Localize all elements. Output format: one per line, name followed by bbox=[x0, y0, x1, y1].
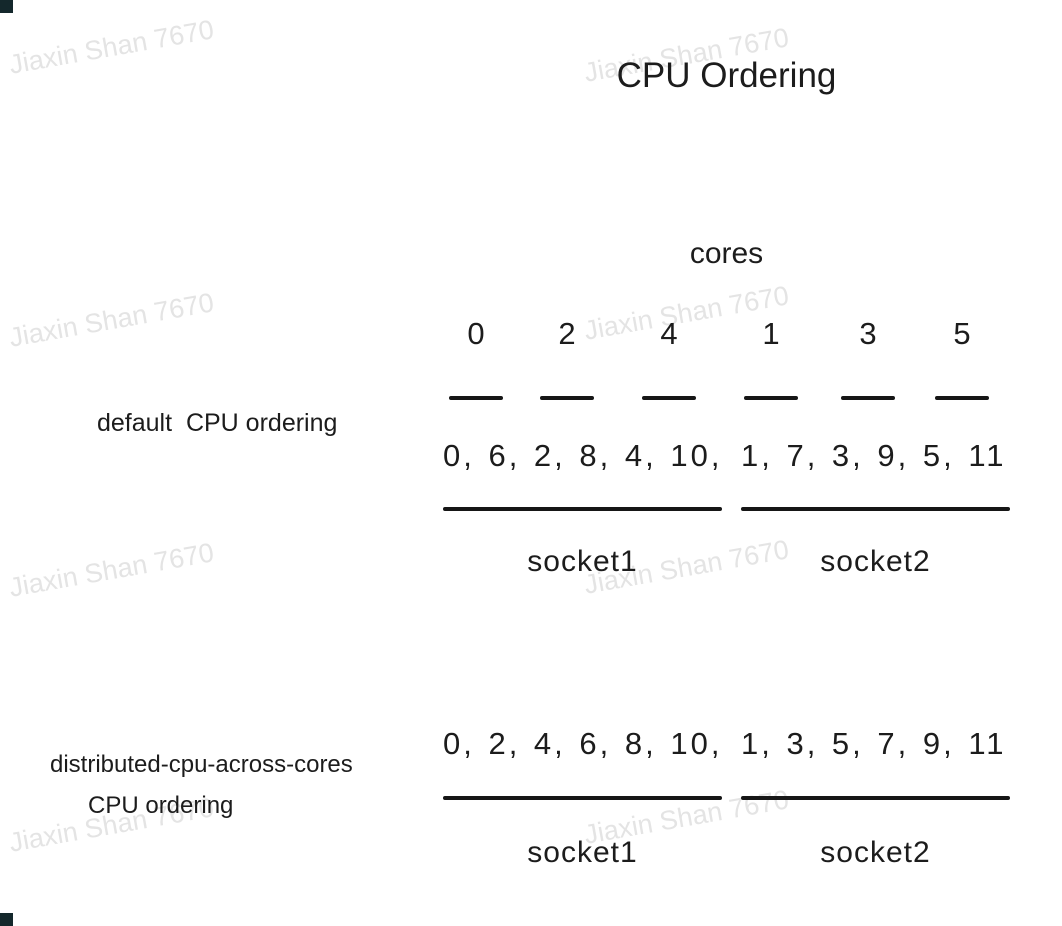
distributed-ordering-label-line1: distributed-cpu-across-cores bbox=[50, 751, 353, 778]
corner-mark-top-left bbox=[0, 0, 13, 13]
distributed-socket1-underline bbox=[443, 796, 722, 800]
distributed-socket1-label: socket1 bbox=[527, 836, 638, 869]
distributed-ordering-label-line2: CPU ordering bbox=[88, 792, 234, 819]
default-socket1-label: socket1 bbox=[527, 545, 638, 578]
core-id: 3 bbox=[859, 316, 877, 351]
default-socket1-underline bbox=[443, 507, 722, 511]
default-socket2-underline bbox=[741, 507, 1010, 511]
watermark-text: Jiaxin Shan 7670 bbox=[6, 537, 217, 603]
default-ordering-label: default CPU ordering bbox=[97, 409, 338, 437]
distributed-socket2-cpu-list: 1, 3, 5, 7, 9, 11 bbox=[741, 726, 1007, 761]
default-socket1-cpu-list: 0, 6, 2, 8, 4, 10, bbox=[443, 438, 723, 473]
watermark-text: Jiaxin Shan 7670 bbox=[6, 287, 217, 353]
core-underline bbox=[841, 396, 895, 400]
distributed-socket1-cpu-list: 0, 2, 4, 6, 8, 10, bbox=[443, 726, 723, 761]
core-id: 4 bbox=[660, 316, 678, 351]
core-underline bbox=[642, 396, 696, 400]
corner-mark-bottom-left bbox=[0, 913, 13, 926]
default-socket2-label: socket2 bbox=[820, 545, 931, 578]
core-id: 0 bbox=[467, 316, 485, 351]
core-underline bbox=[935, 396, 989, 400]
core-underline bbox=[540, 396, 594, 400]
watermark-text: Jiaxin Shan 7670 bbox=[6, 14, 217, 80]
distributed-socket2-label: socket2 bbox=[820, 836, 931, 869]
diagram-title: CPU Ordering bbox=[616, 56, 837, 95]
core-id: 2 bbox=[558, 316, 576, 351]
core-id: 1 bbox=[762, 316, 780, 351]
core-underline bbox=[744, 396, 798, 400]
default-socket2-cpu-list: 1, 7, 3, 9, 5, 11 bbox=[741, 438, 1007, 473]
core-id: 5 bbox=[953, 316, 971, 351]
core-underline bbox=[449, 396, 503, 400]
distributed-socket2-underline bbox=[741, 796, 1010, 800]
cores-header-label: cores bbox=[689, 237, 764, 270]
